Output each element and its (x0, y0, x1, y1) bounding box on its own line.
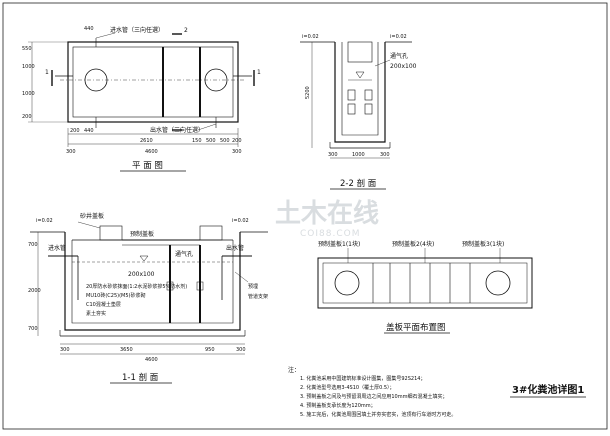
plan-view (28, 32, 255, 147)
svg-text:300: 300 (380, 152, 390, 158)
watermark-text: 土木在线 (275, 199, 379, 229)
svg-text:500: 500 (206, 138, 216, 144)
svg-text:2. 化粪池型号选用3-4S10（覆土厚0.5）；: 2. 化粪池型号选用3-4S10（覆土厚0.5）； (300, 384, 395, 391)
s22-dims-bottom: 300 1000 300 (328, 152, 390, 158)
svg-text:C10混凝土垫层: C10混凝土垫层 (86, 301, 121, 308)
s22-dim-height: 5200 (305, 86, 311, 99)
cover-slab-plan (317, 248, 533, 309)
svg-text:200: 200 (232, 138, 242, 144)
svg-text:150: 150 (192, 138, 202, 144)
plan-caption: 平 面 图 (132, 161, 163, 171)
section-2-2 (300, 41, 412, 159)
svg-text:5. 施工完后，化粪池周围回填土并夯实密实，池顶有行车道时方: 5. 施工完后，化粪池周围回填土并夯实密实，池顶有行车道时方可走。 (300, 411, 456, 418)
s11-caption: 1-1 剖 面 (122, 372, 159, 383)
svg-text:MU10砖(C25)(M5)砂浆砌: MU10砖(C25)(M5)砂浆砌 (86, 292, 146, 299)
svg-text:700: 700 (28, 326, 38, 332)
plan-dims-top: 200 440 2610 150 500 500 200 (70, 128, 242, 144)
cover-plan-caption: 盖板平面布置图 (386, 322, 446, 333)
s22-level-right: i=0.02 (390, 34, 407, 40)
svg-text:950: 950 (205, 347, 215, 353)
plan-inlet-label: 进水管（三向任選） (110, 26, 164, 34)
svg-text:20厚防水砂浆抹面(1:2水泥砂浆掺5%防水剂): 20厚防水砂浆抹面(1:2水泥砂浆掺5%防水剂) (86, 283, 187, 290)
s11-level-right: i=0.02 (232, 218, 249, 224)
svg-text:200: 200 (70, 128, 80, 134)
s11-embed-label: 预埋 (248, 283, 258, 290)
plan-dim-440: 440 (84, 26, 94, 32)
svg-text:550: 550 (22, 46, 32, 52)
svg-text:300: 300 (60, 347, 70, 353)
drawing-title: 3#化粪池详图1 (512, 383, 584, 396)
s22-vent-label: 通气孔 (390, 52, 408, 60)
s11-level-left: i=0.02 (36, 218, 53, 224)
svg-text:预制盖板1(1块): 预制盖板1(1块) (318, 240, 360, 248)
plan-dims-left: 550 1000 1000 200 (22, 46, 35, 120)
plan-inner-wall (72, 46, 234, 118)
svg-text:1. 化粪池采用中国建筑标准设计图集，图集号92S214；: 1. 化粪池采用中国建筑标准设计图集，图集号92S214； (300, 375, 425, 382)
svg-text:素土夯实: 素土夯实 (86, 310, 106, 317)
svg-text:2610: 2610 (140, 138, 153, 144)
notes-heading: 注： (288, 366, 300, 374)
svg-text:200: 200 (22, 114, 32, 120)
s22-level-left: i=0.02 (302, 34, 319, 40)
svg-text:2000: 2000 (28, 288, 41, 294)
svg-text:4600: 4600 (145, 149, 158, 155)
svg-text:300: 300 (236, 347, 246, 353)
svg-text:500: 500 (220, 138, 230, 144)
s11-outlet-label: 出水管 (226, 244, 244, 252)
s11-vent-label: 通气孔 (175, 250, 193, 258)
svg-text:预制盖板2(4块): 预制盖板2(4块) (392, 240, 434, 248)
section-1-1 (30, 221, 268, 355)
watermark: 土木在线 COI88.COM (275, 199, 379, 239)
svg-text:4600: 4600 (145, 357, 158, 363)
cover-slab-labels: 预制盖板1(1块) 预制盖板2(4块) 预制盖板3(1块) (318, 240, 504, 248)
s11-dims-bottom: 300 3650 950 300 4600 (60, 347, 246, 363)
plan-outlet-label: 出水管（三向任選） (150, 126, 204, 134)
s11-support-label: 管道支架 (248, 293, 268, 300)
svg-text:1000: 1000 (22, 91, 35, 97)
plan-outer-wall (67, 41, 239, 123)
svg-text:300: 300 (328, 152, 338, 158)
s22-vent-size: 200x100 (390, 63, 417, 70)
svg-text:3. 预制盖板之间及与预留洞周边之间应用10mm细石混凝土填: 3. 预制盖板之间及与预留洞周边之间应用10mm细石混凝土填实； (300, 393, 447, 400)
svg-text:440: 440 (84, 128, 94, 134)
watermark-sub: COI88.COM (300, 229, 360, 239)
svg-text:3650: 3650 (120, 347, 133, 353)
svg-text:1000: 1000 (352, 152, 365, 158)
plan-section-label-left: 1 (45, 69, 49, 76)
plan-section-label-right: 1 (257, 69, 261, 76)
svg-text:300: 300 (66, 149, 76, 155)
svg-text:1000: 1000 (22, 64, 35, 70)
svg-text:300: 300 (232, 149, 242, 155)
svg-text:预制盖板3(1块): 预制盖板3(1块) (462, 240, 504, 248)
s11-inlet-label: 进水管 (48, 244, 66, 252)
s11-dims-left: 700 2000 700 (28, 242, 41, 332)
plan-dims-bottom: 300 4600 300 (66, 149, 242, 155)
sheet-border (2, 2, 608, 430)
s11-cover-label: 预制盖板 (130, 230, 154, 238)
general-notes: 注： 1. 化粪池采用中国建筑标准设计图集，图集号92S214； 2. 化粪池型… (288, 366, 456, 418)
svg-text:700: 700 (28, 242, 38, 248)
svg-text:4. 预制盖板支承长度为120mm；: 4. 预制盖板支承长度为120mm； (300, 402, 376, 409)
plan-section2-label: 2 (184, 27, 188, 34)
s11-vent-size: 200x100 (128, 271, 155, 278)
s11-material-notes: 20厚防水砂浆抹面(1:2水泥砂浆掺5%防水剂) MU10砖(C25)(M5)砂… (86, 283, 187, 317)
s11-top-label: 砂井盖板 (80, 212, 104, 220)
s22-caption: 2-2 剖 面 (340, 178, 377, 189)
